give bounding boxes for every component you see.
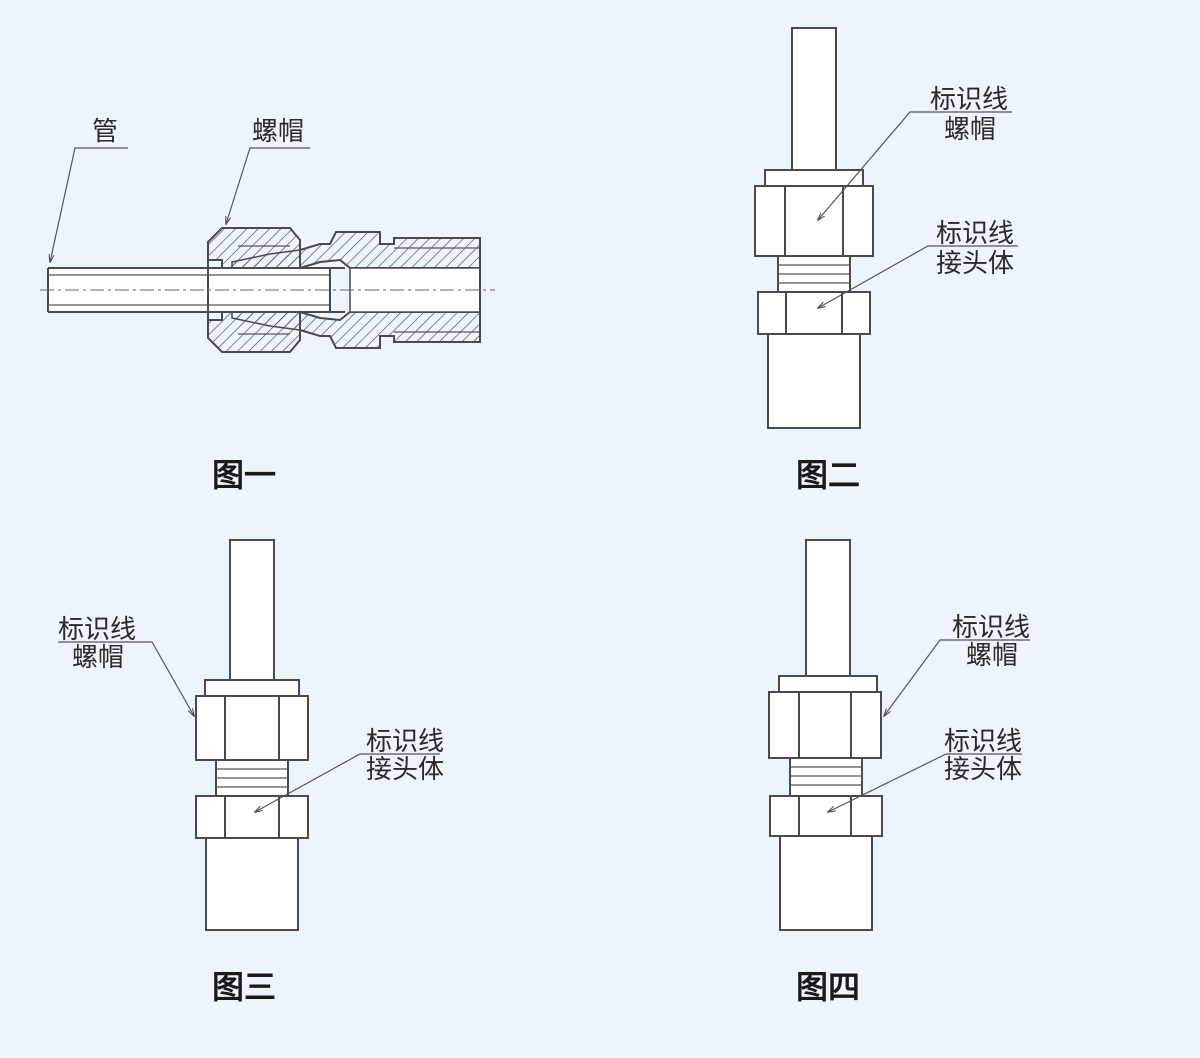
nut-collar [778,675,878,693]
figure-1: 管 螺帽 图一 [40,117,495,494]
body-neck [215,759,289,797]
nut-mark-label: 标识线 [58,615,136,645]
nut-label: 螺帽 [944,115,996,145]
body-thread [767,333,861,429]
caption-figure-4: 图四 [796,968,860,1006]
caption-figure-3: 图三 [212,968,276,1006]
nut-label: 螺帽 [966,641,1018,671]
body-thread [779,835,873,931]
body-label: 接头体 [944,755,1022,785]
body-mark-leader [255,753,440,812]
nut [754,185,874,257]
nut-collar [204,679,300,697]
body-mark-leader [828,753,1022,812]
nut-mark-leader [58,641,194,716]
nut-leader [226,147,310,224]
body-label: 接头体 [936,249,1014,279]
body-mark-label: 标识线 [936,219,1014,249]
nut-mark-label: 标识线 [930,85,1008,115]
nut-mark-leader [884,639,1030,716]
body-hex [195,795,309,839]
body-label: 接头体 [366,755,444,785]
nut-mark-label: 标识线 [952,613,1030,643]
body-neck [777,255,851,293]
body-neck [789,757,863,797]
tube [791,27,837,171]
figure-3: 标识线 螺帽 标识线 接头体 图三 [58,539,444,1006]
label-tube: 管 [92,117,118,147]
nut [195,695,309,761]
body-hex [769,795,883,837]
figure-4: 标识线 螺帽 标识线 接头体 图四 [768,539,1030,1006]
body-hex [757,291,871,335]
nut-label: 螺帽 [72,643,124,673]
body-mark-label: 标识线 [366,727,444,757]
caption-figure-2: 图二 [796,456,860,494]
tube [229,539,275,681]
nut [768,691,882,759]
body-mark-label: 标识线 [944,727,1022,757]
label-nut: 螺帽 [252,117,304,147]
figure-2: 标识线 螺帽 标识线 接头体 图二 [754,27,1018,494]
body-thread [205,837,299,931]
nut-mark-leader [818,111,1012,220]
tube [805,539,851,677]
caption-figure-1: 图一 [212,456,276,494]
tube-leader [50,147,128,262]
body-mark-leader [818,245,1018,308]
